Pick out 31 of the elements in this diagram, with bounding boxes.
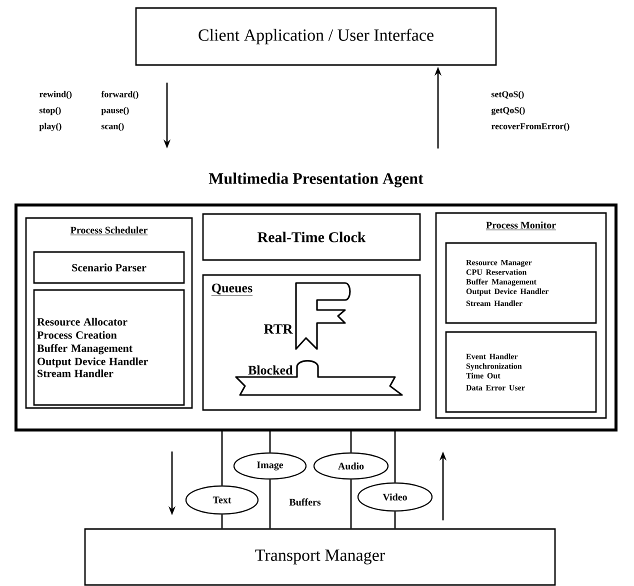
module-box: Scenario Parser [33,251,185,284]
section-heading: Process Scheduler [70,226,148,236]
method-label: setQoS() [491,90,524,100]
method-label: stop() [39,106,61,116]
connector-line [350,480,352,528]
queue-label: Blocked [248,365,293,375]
connector-line [221,432,223,486]
connector-line [221,514,223,528]
method-label: forward() [101,90,138,100]
method-label: rewind() [39,90,72,100]
connector-line [269,432,271,452]
module-box: Real-Time Clock [202,213,421,261]
method-label: pause() [101,106,129,116]
list-box: Resource Allocator Process Creation Buffer Management Output Device Handler Stream Handler [33,289,185,406]
connector-line [269,480,271,528]
connector-line [394,432,396,482]
module-box: Transport Manager [84,528,556,586]
method-label: recoverFromError() [491,122,570,132]
method-label: play() [39,122,62,132]
agent-title: Multimedia Presentation Agent [208,172,424,188]
method-label: getQoS() [491,106,525,116]
queue-label: RTR [264,324,293,334]
module-box: Client Application / User Interface [135,7,497,66]
connector-line [394,512,396,528]
method-label: scan() [101,122,124,132]
connector-line [350,432,352,452]
list-box: Event Handler Synchronization Time Out Data Error User [445,331,597,413]
queue-label: Queues [211,284,253,296]
note-label: Buffers [289,498,321,506]
section-heading: Process Monitor [486,221,556,230]
list-box: Resource Manager CPU Reservation Buffer Management Output Device Handler Stream Handler [445,242,597,324]
